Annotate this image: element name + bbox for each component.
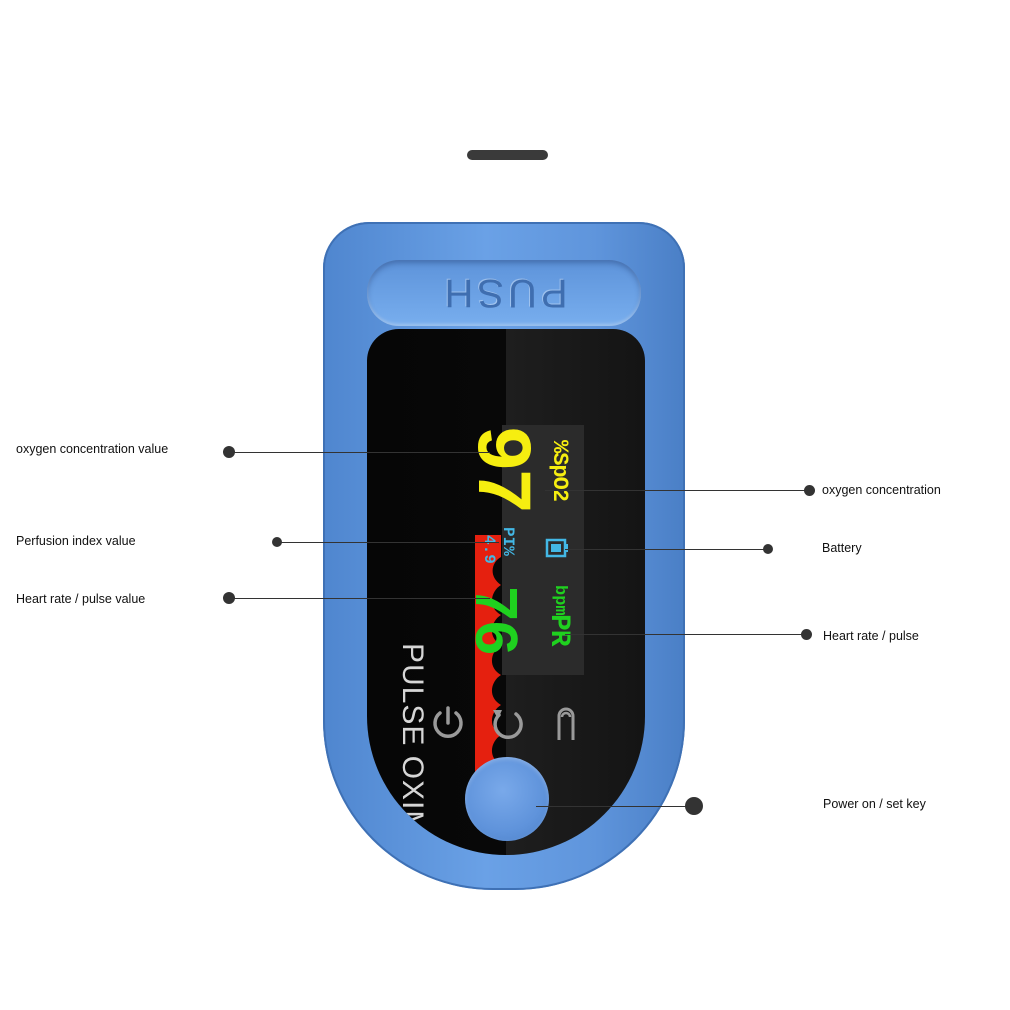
callout-line-heart-rate-pulse-value [229,598,490,599]
callout-line-battery [565,549,768,550]
callout-dot-power-on-set-key [685,797,703,815]
power-set-key[interactable] [465,757,549,841]
finger-icon [557,707,575,740]
pr-label: PR [543,614,574,646]
callout-dot-oxygen-concentration-value [223,446,235,458]
push-label: PUSH [440,271,568,315]
brand-label: PULSE OXIMETER [396,643,429,855]
callout-dot-oxygen-concentration [804,485,815,496]
label-oxygen-concentration: oxygen concentration [822,483,941,497]
battery-icon [545,538,568,558]
callout-line-heart-rate-pulse [565,634,806,635]
push-tab[interactable]: PUSH [367,260,641,326]
callout-line-oxygen-concentration [545,490,809,491]
label-power-on-set-key: Power on / set key [823,797,926,811]
callout-line-power-on-set-key [536,806,694,807]
callout-dot-heart-rate-pulse [801,629,812,640]
callout-line-perfusion-index-value [277,542,499,543]
pi-value: 4.9 [480,535,498,564]
spo2-value: 97 [455,425,543,511]
top-indicator-bar [467,150,548,160]
spo2-unit: %SpO2 [547,440,572,502]
callout-dot-battery [763,544,773,554]
waveform-shape [475,535,501,789]
power-icon [433,706,463,738]
callout-line-oxygen-concentration-value [229,452,490,453]
pr-value: 76 [457,585,528,654]
pr-unit: bpm [550,585,569,616]
pi-label: PI% [499,527,517,556]
callout-dot-perfusion-index-value [272,537,282,547]
label-perfusion-index-value: Perfusion index value [16,534,136,548]
rotate-icon [493,710,523,740]
callout-dot-heart-rate-pulse-value [223,592,235,604]
label-heart-rate-pulse: Heart rate / pulse [823,629,919,643]
pulse-waveform [475,535,501,789]
label-battery: Battery [822,541,862,555]
display-screen [502,425,584,675]
label-heart-rate-pulse-value: Heart rate / pulse value [16,592,146,606]
label-oxygen-concentration-value: oxygen concentration value [16,442,169,456]
